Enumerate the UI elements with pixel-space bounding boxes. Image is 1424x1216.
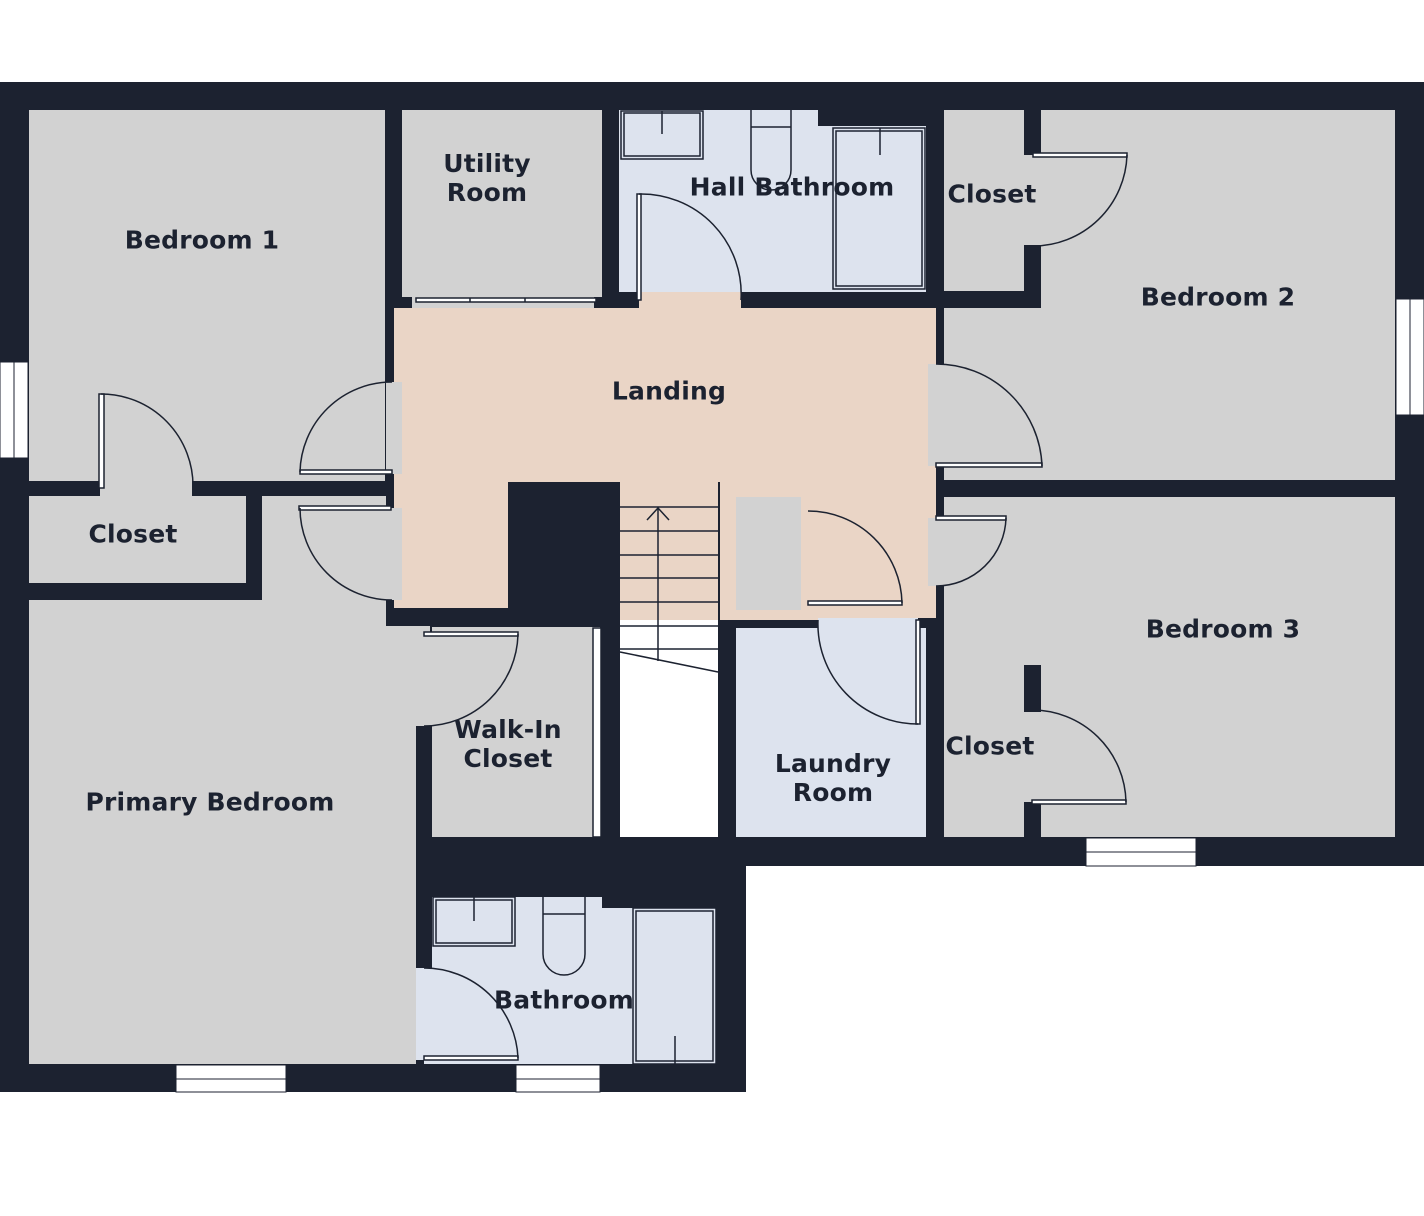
room-utility <box>402 110 602 297</box>
label-bedroom-3: Bedroom 3 <box>1145 614 1301 644</box>
room-closet-1 <box>29 496 246 583</box>
room-laundry <box>736 628 926 837</box>
room-bedroom-1 <box>29 110 385 481</box>
windows <box>0 298 1424 1093</box>
label-walk-in-closet: Walk-In Closet <box>454 715 562 773</box>
label-primary-bedroom: Primary Bedroom <box>85 787 335 817</box>
label-utility-room: Utility Room <box>443 149 531 207</box>
label-walk-in-line2: Closet <box>463 744 553 773</box>
label-landing: Landing <box>611 376 727 406</box>
label-closet-bedroom-3: Closet <box>945 731 1035 761</box>
staircase <box>620 482 718 620</box>
room-bedroom-2 <box>944 110 1395 480</box>
room-cupboard <box>736 497 801 610</box>
room-bathroom <box>424 897 716 1064</box>
label-bedroom-2: Bedroom 2 <box>1140 282 1296 312</box>
label-hall-bathroom: Hall Bathroom <box>689 172 895 202</box>
label-laundry-line2: Room <box>792 778 874 807</box>
fixtures <box>98 110 1128 1065</box>
room-closet-3 <box>944 663 1024 837</box>
label-bedroom-1: Bedroom 1 <box>124 225 280 255</box>
room-primary-bedroom <box>29 496 430 1064</box>
label-closet-bedroom-1: Closet <box>88 519 178 549</box>
room-walk-in-closet <box>432 627 600 837</box>
label-bathroom: Bathroom <box>493 985 635 1015</box>
label-laundry-line1: Laundry <box>774 749 892 778</box>
label-closet-bedroom-2: Closet <box>947 179 1037 209</box>
room-bedroom-3 <box>944 497 1395 837</box>
label-walk-in-line1: Walk-In <box>454 715 562 744</box>
label-utility-line1: Utility <box>443 149 531 178</box>
label-utility-line2: Room <box>446 178 528 207</box>
label-laundry-room: Laundry Room <box>775 749 891 807</box>
room-closet-2 <box>944 110 1024 291</box>
